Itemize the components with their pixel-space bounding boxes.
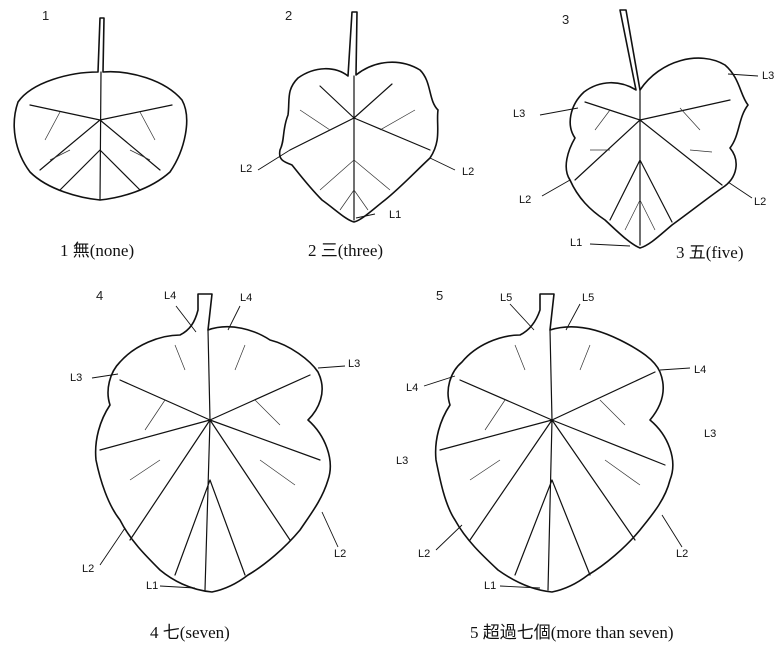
panel-4-caption: 4 七(seven): [150, 618, 230, 643]
leaf-3-label-l1: L1: [570, 237, 582, 249]
leaf-4-label-l4-left: L4: [164, 290, 176, 302]
leaf-5-label-l2-left: L2: [418, 548, 430, 560]
leaf-5-label-l5-left: L5: [500, 292, 512, 304]
leaf-4-label-l2-right: L2: [334, 548, 346, 560]
leaf-3-label-l2-right: L2: [754, 196, 766, 208]
leaf-5-label-l5-right: L5: [582, 292, 594, 304]
leaf-4-label-l4-right: L4: [240, 292, 252, 304]
leaf-3-drawing: [566, 10, 748, 248]
leaf-4-drawing: [96, 294, 331, 592]
leaf-4-label-l1: L1: [146, 580, 158, 592]
leaf-3-label-l3-left: L3: [513, 108, 525, 120]
leaf-4-label-l3-right: L3: [348, 358, 360, 370]
leaf-2-label-l1: L1: [389, 209, 401, 221]
leaf-4-label-l2-left: L2: [82, 563, 94, 575]
leaf-5-label-l3-left: L3: [396, 455, 408, 467]
leaf-5-drawing: [436, 294, 673, 592]
panel-5-caption: 5 超過七個(more than seven): [470, 618, 673, 643]
leaf-5-label-l1: L1: [484, 580, 496, 592]
leaf-5-label-l2-right: L2: [676, 548, 688, 560]
leaf-5-label-l3-right: L3: [704, 428, 716, 440]
leaf-5-label-l4-right: L4: [694, 364, 706, 376]
leaf-5-label-l4-left: L4: [406, 382, 418, 394]
panel-2-caption: 2 三(three): [308, 236, 383, 261]
panel-3-caption: 3 五(five): [676, 238, 744, 263]
leaf-2-label-l2-left: L2: [240, 163, 252, 175]
leaf-3-label-l2-left: L2: [519, 194, 531, 206]
panel-1-caption: 1 無(none): [60, 236, 134, 261]
leaf-2-drawing: [280, 12, 438, 222]
leaf-3-label-l3-right: L3: [762, 70, 774, 82]
leaf-1-drawing: [14, 18, 186, 200]
leaf-2-label-l2-right: L2: [462, 166, 474, 178]
leaf-4-label-l3-left: L3: [70, 372, 82, 384]
